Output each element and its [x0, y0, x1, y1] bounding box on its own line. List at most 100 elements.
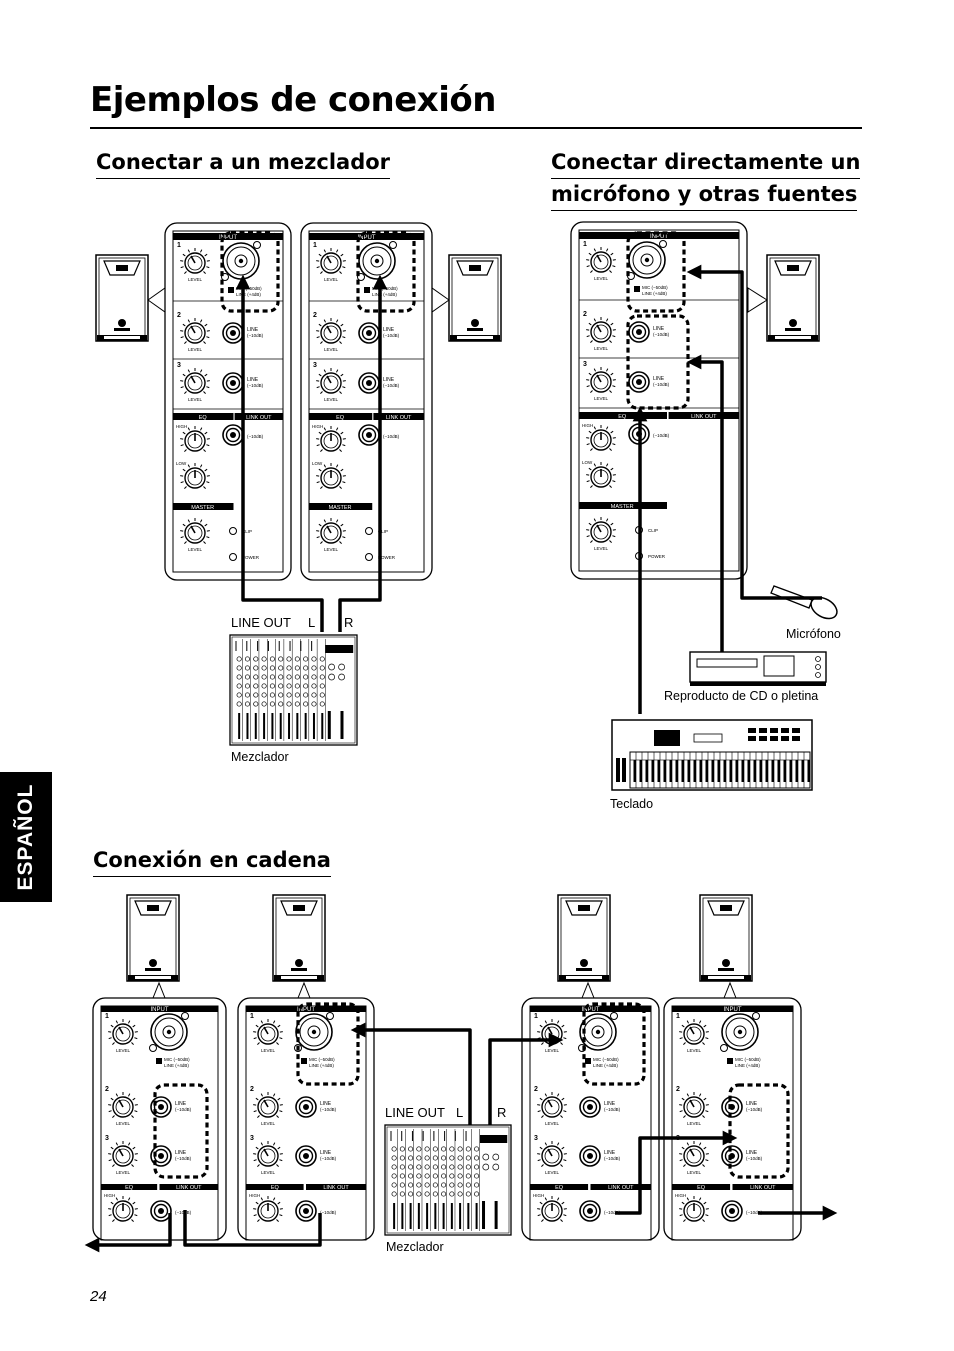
channel-number: 2	[583, 311, 587, 318]
cable-line	[350, 1022, 472, 1125]
clip-label: CLIP	[242, 529, 252, 534]
eq-header: EQ	[125, 1185, 134, 1191]
language-tab: ESPAÑOL	[0, 772, 52, 902]
knob-icon	[316, 318, 346, 344]
page-title: Ejemplos de conexión	[90, 80, 496, 120]
low-label: LOW	[176, 461, 187, 466]
line-db-label: (−10dB)	[653, 433, 670, 438]
microphone-icon	[770, 585, 838, 620]
jack-icon	[150, 1200, 172, 1222]
speaker-icon	[766, 254, 820, 342]
line-db-label: (−10dB)	[746, 1156, 763, 1161]
mic-label: MIC (−50dB)	[372, 286, 398, 291]
low-label: LOW	[582, 460, 593, 465]
speaker-pointer	[147, 287, 166, 313]
speaker-pointer	[581, 981, 595, 999]
eq-header: EQ	[697, 1185, 706, 1191]
line-db-label: (−10dB)	[746, 1210, 763, 1215]
knob-icon	[316, 426, 346, 452]
cable-line	[615, 1130, 738, 1215]
section-heading-direct-line2: micrófono y otras fuentes	[551, 179, 858, 211]
level-label: LEVEL	[687, 1121, 702, 1126]
level-label: LEVEL	[594, 396, 609, 401]
speaker-pointer	[297, 981, 311, 999]
section-heading-mixer-text: Conectar a un mezclador	[96, 147, 391, 179]
highlight-box	[153, 1083, 209, 1179]
knob-icon	[586, 247, 616, 273]
jack-icon	[295, 1200, 317, 1222]
mic-label: MIC (−50dB)	[164, 1057, 190, 1062]
highlight-box	[626, 231, 686, 313]
level-label: LEVEL	[188, 397, 203, 402]
high-label: HIGH	[533, 1193, 544, 1198]
knob-icon	[108, 1141, 138, 1167]
line-label: LINE	[653, 326, 665, 332]
power-led-icon	[229, 553, 237, 561]
jack-icon	[721, 1200, 743, 1222]
mic-label: MIC (−50dB)	[642, 285, 668, 290]
jack-icon	[721, 1145, 743, 1167]
speaker-pointer	[723, 981, 737, 999]
knob-icon	[108, 1196, 138, 1222]
jack-icon	[579, 1200, 601, 1222]
line-label: LINE	[746, 1101, 758, 1107]
high-label: HIGH	[582, 423, 593, 428]
line-db-label: (−10dB)	[320, 1107, 337, 1112]
highlight-box	[296, 1002, 360, 1086]
clip-label: CLIP	[378, 529, 388, 534]
highlight-box	[626, 314, 690, 410]
knob-icon	[108, 1019, 138, 1045]
channel-number: 2	[313, 312, 317, 319]
knob-icon	[586, 517, 616, 543]
channel-number: 2	[105, 1086, 109, 1093]
high-label: HIGH	[104, 1193, 115, 1198]
right-label-1: R	[344, 615, 354, 630]
mic-label: MIC (−50dB)	[309, 1057, 335, 1062]
jack-icon	[358, 322, 380, 344]
jack-icon	[358, 372, 380, 394]
level-label: LEVEL	[188, 277, 203, 282]
speaker-pointer	[431, 287, 450, 313]
line-db-label: (−10dB)	[383, 333, 400, 338]
knob-icon	[253, 1019, 283, 1045]
section-heading-chain-text: Conexión en cadena	[93, 845, 331, 877]
line-label: LINE	[320, 1150, 332, 1156]
highlight-box	[220, 231, 280, 313]
channel-number: 1	[534, 1013, 538, 1020]
line-db-label: (−10dB)	[320, 1156, 337, 1161]
knob-icon	[253, 1141, 283, 1167]
knob-icon	[180, 426, 210, 452]
line-label: LINE	[383, 327, 395, 333]
left-label-2: L	[456, 1105, 464, 1120]
level-label: LEVEL	[594, 276, 609, 281]
level-label: LEVEL	[324, 277, 339, 282]
mixer-icon	[384, 1124, 512, 1236]
knob-icon	[316, 518, 346, 544]
channel-number: 3	[105, 1135, 109, 1142]
cable-line	[686, 354, 724, 652]
line-db-label: (−10dB)	[604, 1156, 621, 1161]
jack-icon	[579, 1096, 601, 1118]
mixer-icon	[229, 634, 358, 746]
knob-icon	[253, 1092, 283, 1118]
eq-header: EQ	[555, 1185, 564, 1191]
line-db-label: (−10dB)	[247, 383, 264, 388]
level-label: LEVEL	[545, 1048, 560, 1053]
line-in-label: LINE (+4dB)	[309, 1063, 334, 1068]
line-out-label-2: LINE OUT	[385, 1105, 445, 1120]
jack-icon	[295, 1096, 317, 1118]
line-db-label: (−10dB)	[604, 1107, 621, 1112]
xlr-jack-icon	[720, 1012, 760, 1052]
line-db-label: (−10dB)	[175, 1156, 192, 1161]
master-header: MASTER	[611, 504, 634, 510]
level-label: LEVEL	[324, 397, 339, 402]
line-db-label: (−10dB)	[653, 382, 670, 387]
clip-label: CLIP	[648, 528, 658, 533]
knob-icon	[537, 1141, 567, 1167]
input-header: INPUT	[358, 235, 376, 241]
knob-icon	[586, 462, 616, 488]
line-out-label-1: LINE OUT	[231, 615, 291, 630]
